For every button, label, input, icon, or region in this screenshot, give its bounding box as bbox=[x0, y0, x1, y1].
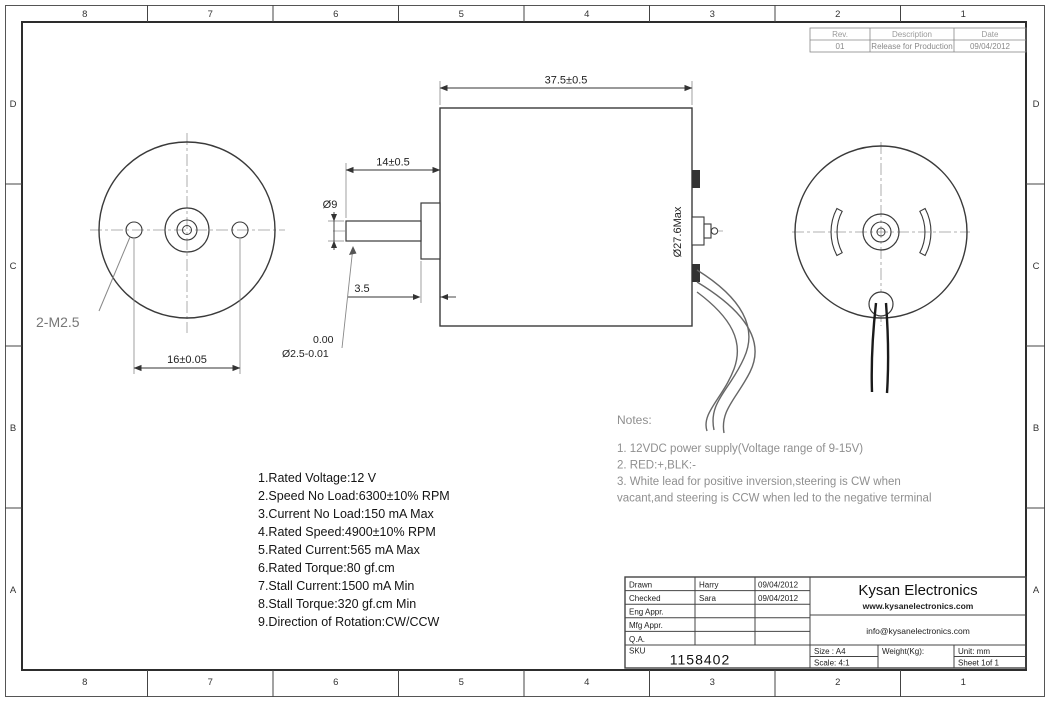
grid-label-left: C bbox=[10, 261, 17, 272]
grid-label-bottom: 1 bbox=[961, 677, 966, 688]
rev-header-date: Date bbox=[982, 30, 999, 39]
rear-boss bbox=[691, 216, 705, 246]
front-view: 2-M2.5 16±0.05 bbox=[36, 133, 285, 374]
rev-cell-rev: 01 bbox=[836, 42, 845, 51]
tb-row-value: Sara bbox=[699, 594, 716, 603]
tb-scale: Scale: 4:1 bbox=[814, 659, 850, 668]
dim-tol-dia: Ø2.5-0.01 bbox=[282, 348, 329, 360]
grid-label-top: 8 bbox=[82, 9, 87, 20]
note-line: 2. RED:+,BLK:- bbox=[617, 460, 696, 472]
tb-email: info@kysanelectronics.com bbox=[866, 626, 970, 636]
grid-label-bottom: 6 bbox=[333, 677, 338, 688]
grid-label-left: B bbox=[10, 423, 16, 434]
tb-unit: Unit: mm bbox=[958, 647, 990, 656]
tb-sku-number: 1158402 bbox=[670, 652, 730, 668]
grid-label-bottom: 7 bbox=[208, 677, 213, 688]
mounting-hole-right bbox=[231, 221, 249, 239]
notes-block: Notes: 1. 12VDC power supply(Voltage ran… bbox=[617, 413, 932, 505]
side-view: 37.5±0.5 14±0.5 Ø9 3.5 0.00 Ø2.5-0.01 Ø2… bbox=[282, 75, 756, 434]
grid-label-top: 4 bbox=[584, 9, 589, 20]
tb-row-date: 09/04/2012 bbox=[758, 581, 799, 590]
tb-row-label: Mfg Appr. bbox=[629, 621, 663, 630]
spec-line: 6.Rated Torque:80 gf.cm bbox=[258, 561, 395, 575]
tb-row-label: Checked bbox=[629, 594, 661, 603]
grid-label-bottom: 8 bbox=[82, 677, 87, 688]
tb-company-name: Kysan Electronics bbox=[858, 582, 977, 599]
grid-label-top: 3 bbox=[710, 9, 715, 20]
spec-line: 8.Stall Torque:320 gf.cm Min bbox=[258, 597, 416, 611]
rev-header-description: Description bbox=[892, 30, 932, 39]
terminal-tab-top bbox=[692, 170, 700, 188]
shaft-tol-leader bbox=[341, 246, 354, 349]
grid-label-bottom: 5 bbox=[459, 677, 464, 688]
grid-labels: 8 7 6 5 4 3 2 1 8 7 6 5 4 3 2 1 D C B A … bbox=[10, 9, 1040, 688]
dim-hole-spacing: 16±0.05 bbox=[167, 354, 207, 366]
tb-row-label: Drawn bbox=[629, 581, 652, 590]
spec-line: 1.Rated Voltage:12 V bbox=[258, 471, 377, 485]
rev-header-rev: Rev. bbox=[832, 30, 848, 39]
rev-cell-description: Release for Production bbox=[871, 42, 952, 51]
revision-table: Rev. Description Date 01 Release for Pro… bbox=[809, 27, 1027, 53]
note-line: vacant,and steering is CCW when led to t… bbox=[617, 493, 932, 505]
grid-label-top: 2 bbox=[835, 9, 840, 20]
hole-callout-leader bbox=[98, 236, 131, 312]
dim-step: 3.5 bbox=[354, 283, 369, 295]
spec-line: 3.Current No Load:150 mA Max bbox=[258, 507, 435, 521]
rear-lead-wires bbox=[870, 302, 890, 394]
hole-callout-label: 2-M2.5 bbox=[36, 314, 80, 330]
grid-label-left: D bbox=[10, 99, 17, 110]
spec-line: 5.Rated Current:565 mA Max bbox=[258, 543, 421, 557]
grid-label-bottom: 4 bbox=[584, 677, 589, 688]
grid-label-right: C bbox=[1033, 261, 1040, 272]
spec-line: 4.Rated Speed:4900±10% RPM bbox=[258, 525, 436, 539]
tb-sheet: Sheet 1of 1 bbox=[958, 659, 999, 668]
grid-label-top: 6 bbox=[333, 9, 338, 20]
tb-weight: Weight(Kg): bbox=[882, 647, 924, 656]
spec-line: 7.Stall Current:1500 mA Min bbox=[258, 579, 414, 593]
wire-grommet bbox=[868, 291, 894, 317]
terminal-tab-bottom bbox=[692, 264, 700, 282]
spec-line: 2.Speed No Load:6300±10% RPM bbox=[258, 489, 450, 503]
notes-title: Notes: bbox=[617, 413, 652, 427]
dim-shaft-dia: Ø9 bbox=[323, 199, 338, 211]
grid-label-right: A bbox=[1033, 585, 1040, 596]
spec-list: 1.Rated Voltage:12 V 2.Speed No Load:630… bbox=[258, 471, 450, 629]
motor-shaft bbox=[345, 220, 422, 242]
frame-ticks bbox=[5, 5, 1045, 697]
vent-slot-left bbox=[830, 207, 843, 257]
dim-tol-upper: 0.00 bbox=[313, 334, 334, 346]
tb-website: www.kysanelectronics.com bbox=[862, 601, 974, 611]
motor-body bbox=[439, 107, 693, 327]
grid-label-left: A bbox=[10, 585, 17, 596]
rev-cell-date: 09/04/2012 bbox=[970, 42, 1011, 51]
note-line: 3. White lead for positive inversion,ste… bbox=[617, 476, 901, 488]
tb-row-date: 09/04/2012 bbox=[758, 594, 799, 603]
grid-label-right: B bbox=[1033, 423, 1039, 434]
note-line: 1. 12VDC power supply(Voltage range of 9… bbox=[617, 443, 863, 455]
rear-view bbox=[792, 142, 970, 394]
tb-row-value: Harry bbox=[699, 581, 719, 590]
spec-line: 9.Direction of Rotation:CW/CCW bbox=[258, 615, 440, 629]
front-bushing bbox=[420, 202, 441, 260]
vent-slot-right bbox=[919, 207, 932, 257]
title-block: Drawn Harry 09/04/2012 Checked Sara 09/0… bbox=[624, 576, 1027, 669]
grid-label-top: 5 bbox=[459, 9, 464, 20]
grid-label-top: 1 bbox=[961, 9, 966, 20]
tb-row-label: Q.A. bbox=[629, 635, 645, 644]
tb-row-label: Eng Appr. bbox=[629, 608, 664, 617]
sheet-frame bbox=[5, 5, 1045, 697]
dim-body-length: 37.5±0.5 bbox=[545, 75, 588, 87]
grid-label-top: 7 bbox=[208, 9, 213, 20]
dim-body-dia: Ø27.6Max bbox=[672, 206, 684, 257]
lead-wires bbox=[696, 269, 756, 434]
grid-label-bottom: 3 bbox=[710, 677, 715, 688]
tb-sku-label: SKU bbox=[629, 647, 646, 656]
grid-label-bottom: 2 bbox=[835, 677, 840, 688]
grid-label-right: D bbox=[1033, 99, 1040, 110]
dim-shaft-length: 14±0.5 bbox=[376, 157, 410, 169]
tb-size: Size : A4 bbox=[814, 647, 846, 656]
mounting-hole-left bbox=[125, 221, 143, 239]
